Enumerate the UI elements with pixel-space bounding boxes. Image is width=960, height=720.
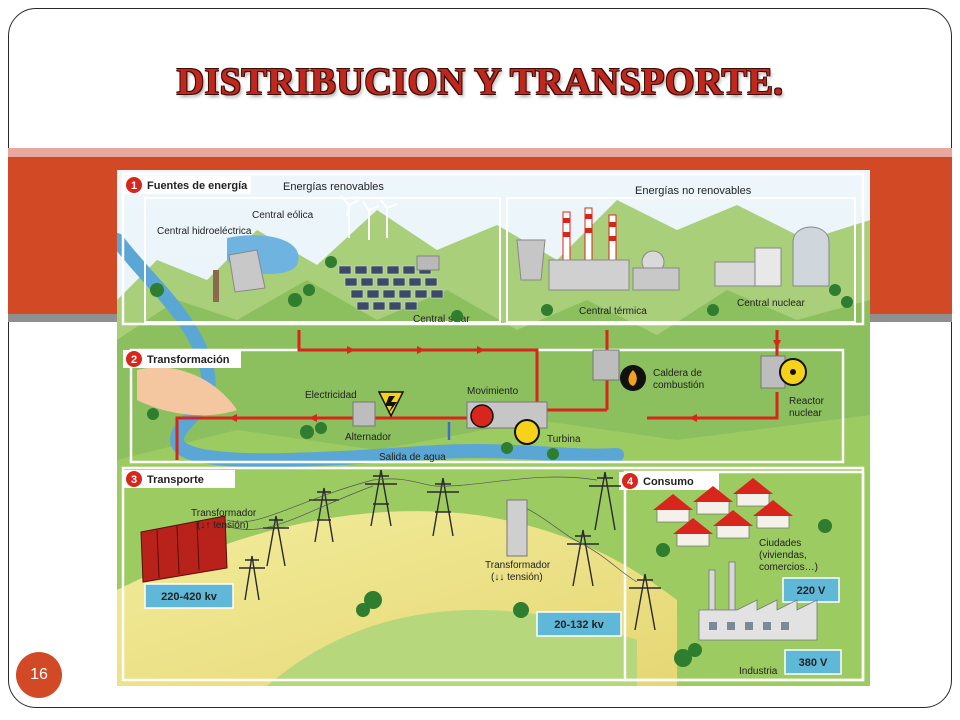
label-transf-up-1: Transformador — [191, 508, 257, 519]
step-down-transformer — [506, 499, 528, 557]
alternator-box — [352, 401, 376, 427]
label-salida-agua: Salida de agua — [379, 452, 446, 463]
svg-text:3: 3 — [131, 474, 137, 486]
solar-building — [416, 255, 440, 271]
voltage-badge-domestica: 220 V — [782, 577, 840, 603]
svg-text:220-420 kv: 220-420 kv — [161, 591, 218, 603]
power-lines — [226, 476, 638, 583]
label-reactor-2: nuclear — [789, 408, 822, 419]
factory — [698, 561, 818, 641]
turbine-icon — [514, 419, 540, 445]
svg-text:20-132 kv: 20-132 kv — [554, 619, 604, 631]
svg-text:380 V: 380 V — [799, 657, 828, 669]
label-termica: Central térmica — [579, 306, 647, 317]
label-renovables: Energías renovables — [283, 181, 384, 193]
voltage-badge-media: 20-132 kv — [536, 611, 622, 637]
label-ciudades-1: Ciudades — [759, 538, 801, 549]
label-ciudades-2: (viviendas, — [759, 550, 807, 561]
svg-text:Transformación: Transformación — [147, 354, 230, 366]
label-solar: Central solar — [413, 314, 470, 325]
label-electricidad: Electricidad — [305, 390, 357, 401]
reservoir — [137, 367, 237, 416]
wind-turbines — [340, 195, 398, 240]
label-transf-down-1: Transformador — [485, 560, 551, 571]
voltage-badge-alta: 220-420 kv — [144, 583, 234, 609]
svg-text:2: 2 — [131, 354, 137, 366]
label-caldera-2: combustión — [653, 380, 704, 391]
page-number: 16 — [16, 652, 62, 698]
slide-title: DISTRIBUCION Y TRANSPORTE. — [176, 61, 784, 103]
slide-frame — [8, 8, 952, 708]
svg-text:220 V: 220 V — [797, 585, 826, 597]
hydro-pipe — [213, 270, 219, 302]
section-header-2: 2 Transformación — [123, 350, 241, 368]
section-frame-1-nonrenew — [506, 197, 856, 323]
section-header-3: 3 Transporte — [123, 470, 235, 488]
energy-illustration: 1 Fuentes de energía 2 Transformación 3 … — [117, 170, 870, 686]
label-transf-up-2: (↓↑ tensión) — [197, 520, 249, 531]
solar-field — [338, 265, 444, 311]
svg-text:Consumo: Consumo — [643, 476, 694, 488]
dam — [228, 249, 266, 293]
label-hidro: Central hidroeléctrica — [157, 226, 252, 237]
nuclear-plant — [714, 226, 830, 287]
label-transf-down-2: (↓↓ tensión) — [491, 572, 543, 583]
label-no-renovables: Energías no renovables — [635, 185, 752, 197]
label-alternador: Alternador — [345, 432, 392, 443]
section-header-4: 4 Consumo — [619, 472, 719, 490]
svg-text:Fuentes de energía: Fuentes de energía — [147, 180, 248, 192]
houses — [653, 478, 793, 547]
voltage-badge-industrial: 380 V — [784, 649, 842, 675]
label-movimiento: Movimiento — [467, 386, 519, 397]
step-up-transformer — [140, 515, 228, 583]
svg-text:4: 4 — [627, 476, 634, 488]
fan-icon — [470, 404, 494, 428]
section-frame-1-renew — [144, 197, 501, 323]
svg-text:Transporte: Transporte — [147, 474, 204, 486]
trees — [147, 256, 853, 667]
header-band-pink — [8, 148, 952, 157]
label-eolica: Central eólica — [252, 210, 314, 221]
label-nuclear: Central nuclear — [737, 298, 805, 309]
thermal-plant — [516, 207, 680, 291]
label-turbina: Turbina — [547, 434, 581, 445]
label-caldera-1: Caldera de — [653, 368, 702, 379]
section-frame-1 — [121, 172, 865, 326]
section-header-1: 1 Fuentes de energía — [123, 176, 251, 194]
boiler-box — [592, 349, 620, 381]
section-frame-4 — [623, 470, 865, 682]
label-ciudades-3: comercios…) — [759, 562, 818, 573]
svg-text:1: 1 — [131, 180, 137, 192]
label-reactor-1: Reactor — [789, 396, 825, 407]
label-industria: Industria — [739, 666, 778, 677]
